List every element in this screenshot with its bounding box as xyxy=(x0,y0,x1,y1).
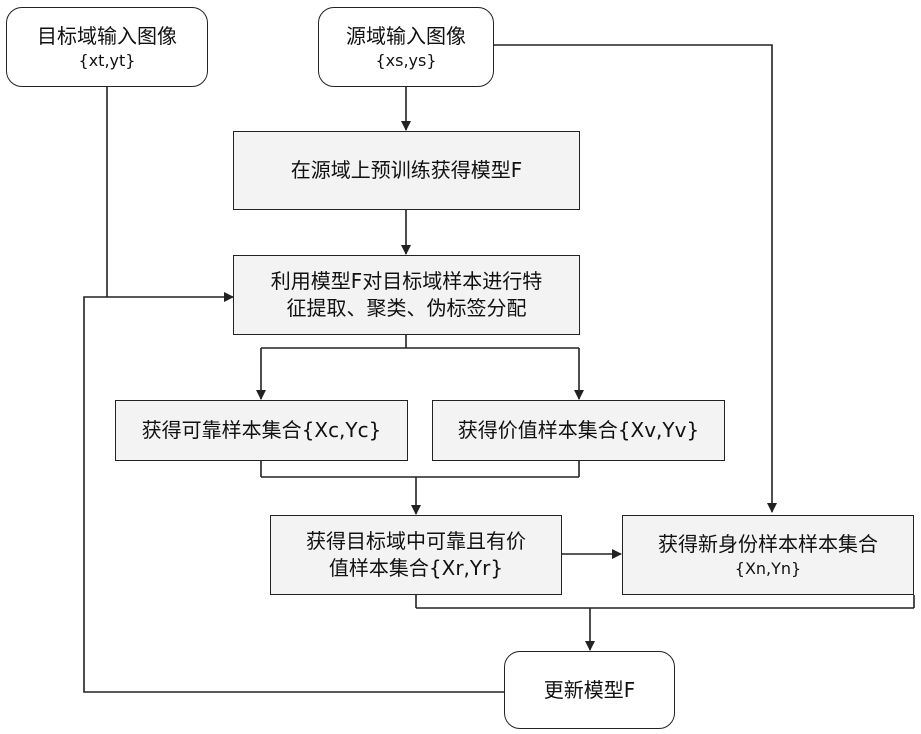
target-input-sub: {xt,yt} xyxy=(78,50,136,70)
reliable-valuable-line1: 获得目标域中可靠且有价 xyxy=(306,529,526,553)
edge-source-to-new xyxy=(494,44,777,513)
reliable-valuable-node: 获得目标域中可靠且有价 值样本集合{Xr,Yr} xyxy=(270,515,562,595)
update-model-label: 更新模型F xyxy=(543,677,636,702)
new-identity-line2: {Xn,Yn} xyxy=(734,558,802,578)
target-input-node: 目标域输入图像 {xt,yt} xyxy=(6,7,208,87)
new-identity-line1: 获得新身份样本样本集合 xyxy=(658,531,878,556)
new-identity-node: 获得新身份样本样本集合 {Xn,Yn} xyxy=(622,515,914,595)
pretrain-label: 在源域上预训练获得模型F xyxy=(290,158,523,182)
update-model-node: 更新模型F xyxy=(504,651,675,729)
valuable-label: 获得价值样本集合{Xv,Yv} xyxy=(457,418,700,442)
reliable-valuable-line2: 值样本集合{Xr,Yr} xyxy=(328,556,504,580)
extract-node: 利用模型F对目标域样本进行特 征提取、聚类、伪标签分配 xyxy=(233,255,580,335)
extract-line1: 利用模型F对目标域样本进行特 xyxy=(270,269,543,293)
extract-line2: 征提取、聚类、伪标签分配 xyxy=(286,296,527,320)
source-input-node: 源域输入图像 {xs,ys} xyxy=(318,7,494,87)
reliable-label: 获得可靠样本集合{Xc,Yc} xyxy=(141,418,382,442)
reliable-node: 获得可靠样本集合{Xc,Yc} xyxy=(115,400,408,461)
valuable-node: 获得价值样本集合{Xv,Yv} xyxy=(432,400,725,461)
edge-feedback-update-to-extract xyxy=(83,292,504,693)
target-input-title: 目标域输入图像 xyxy=(37,23,177,48)
pretrain-node: 在源域上预训练获得模型F xyxy=(233,131,580,210)
source-input-sub: {xs,ys} xyxy=(375,50,437,70)
source-input-title: 源域输入图像 xyxy=(346,23,466,48)
